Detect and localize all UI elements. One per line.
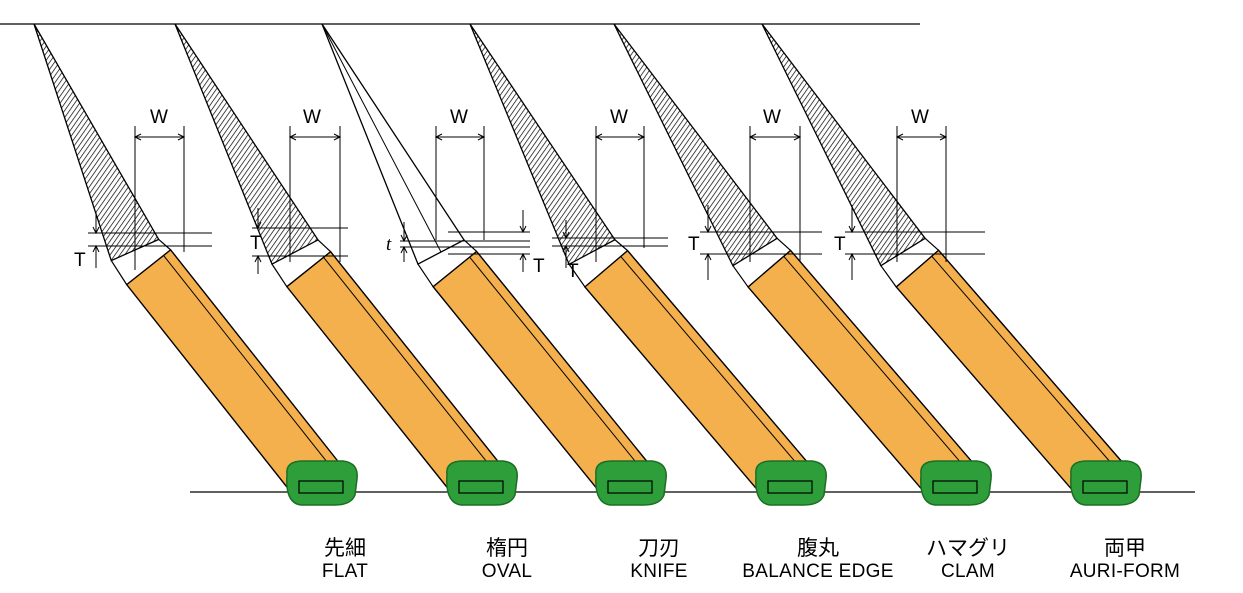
balance-file bbox=[469, 23, 827, 506]
auri-handle-ridge bbox=[931, 255, 1115, 467]
oval-name-en: OVAL bbox=[482, 561, 532, 582]
oval-thickness-label: T bbox=[250, 233, 262, 254]
balance-blade bbox=[469, 23, 616, 266]
oval-width-label: W bbox=[303, 107, 321, 128]
knife-file bbox=[321, 23, 667, 506]
oval-ferrule-end bbox=[458, 480, 504, 494]
clam-ferrule-end bbox=[932, 480, 978, 494]
flat-width-label: W bbox=[150, 107, 168, 128]
auri-file bbox=[761, 23, 1142, 506]
knife-handle-ridge bbox=[469, 256, 641, 468]
clam-name-en: CLAM bbox=[941, 561, 995, 582]
balance-edge-thickness-label: T bbox=[567, 261, 579, 282]
knife-edge-thickness-label: t bbox=[386, 234, 392, 255]
knife-name-en: KNIFE bbox=[630, 561, 687, 582]
auri-form-width-label: W bbox=[911, 107, 929, 128]
balance-ferrule-end bbox=[767, 480, 813, 494]
oval-tang bbox=[271, 239, 332, 287]
auri-ferrule-end bbox=[1082, 480, 1128, 494]
files-layer bbox=[33, 23, 1142, 506]
knife-thickness-label: T bbox=[533, 256, 545, 277]
clam-tang bbox=[732, 237, 791, 288]
knife-name-jp: 刀刃 bbox=[638, 536, 680, 560]
knife-tang bbox=[417, 239, 478, 288]
auri-tang bbox=[880, 237, 939, 288]
knife-dimensions bbox=[400, 126, 530, 272]
clam-blade bbox=[613, 23, 779, 267]
auri-form-name-jp: 両甲 bbox=[1104, 536, 1146, 560]
auri-form-thickness-label: T bbox=[834, 234, 846, 255]
flat-dimensions bbox=[88, 126, 212, 270]
balance-edge-width-label: W bbox=[610, 107, 628, 128]
oval-dimensions bbox=[252, 126, 348, 274]
oval-handle-ridge bbox=[323, 257, 492, 468]
clam-handle-ridge bbox=[783, 255, 965, 467]
flat-file bbox=[33, 23, 358, 506]
balance-edge-name-jp: 腹丸 bbox=[797, 536, 839, 560]
flat-tang bbox=[110, 238, 172, 285]
auri-form-name-en: AURI-FORM bbox=[1070, 561, 1180, 582]
flat-name-jp: 先細 bbox=[324, 536, 366, 560]
flat-thickness-label: T bbox=[74, 250, 86, 271]
oval-name-jp: 楕円 bbox=[486, 536, 528, 560]
balance-tang bbox=[568, 239, 628, 288]
flat-handle-ridge bbox=[163, 255, 332, 468]
clam-file bbox=[613, 23, 992, 506]
oval-file bbox=[174, 23, 518, 506]
clam-width-label: W bbox=[763, 107, 781, 128]
flat-name-en: FLAT bbox=[322, 561, 368, 582]
balance-handle-ridge bbox=[620, 256, 800, 467]
balance-edge-name-en: BALANCE EDGE bbox=[742, 561, 893, 582]
knife-width-label: W bbox=[450, 107, 468, 128]
auri-blade bbox=[761, 23, 927, 267]
knife-ferrule-end bbox=[607, 480, 653, 494]
clam-dimensions bbox=[700, 126, 822, 280]
oval-blade bbox=[174, 23, 319, 266]
clam-name-jp: ハマグリ bbox=[926, 536, 1010, 560]
clam-thickness-label: T bbox=[688, 234, 700, 255]
knife-blade-edge bbox=[321, 23, 442, 253]
auri-form-dimensions bbox=[845, 126, 985, 280]
balance-edge-dimensions bbox=[552, 126, 668, 268]
flat-ferrule-end bbox=[298, 480, 344, 494]
